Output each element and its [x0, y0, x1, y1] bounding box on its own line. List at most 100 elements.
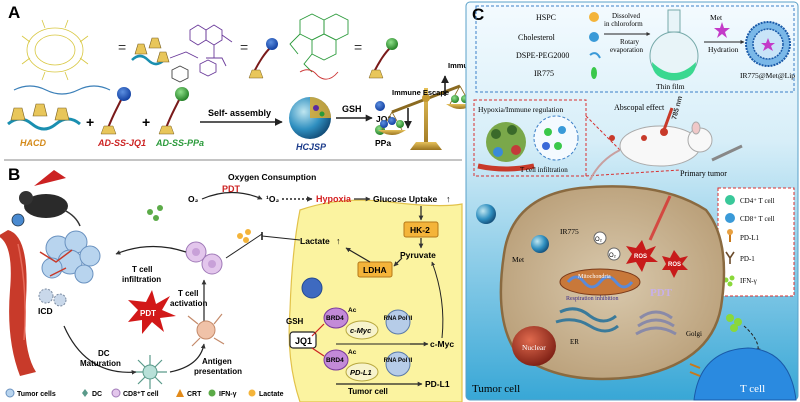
zoom-circle-icon	[533, 115, 579, 161]
ad-ss-jq1-icon	[248, 38, 278, 79]
ldha-box	[357, 261, 393, 278]
jq1-conjugate-icon	[100, 87, 131, 135]
ad-ss-ppa-structure-icon	[289, 13, 349, 80]
liposome-icon	[745, 21, 791, 67]
c-myc-gene-label: c-Myc	[350, 326, 372, 335]
tumor-cell-c-label: Tumor cell	[472, 383, 520, 395]
jq1-label: JQ1	[376, 114, 392, 124]
hk2-label: HK-2	[410, 225, 430, 235]
laser-beam-icon	[662, 107, 674, 131]
panel-a-letter: A	[8, 3, 20, 22]
brd4-bottom-label: BRD4	[326, 357, 344, 364]
thin-film-label: Thin film	[656, 82, 685, 91]
legend-crt: CRT	[187, 391, 202, 398]
hacd-chain-icon	[7, 103, 81, 131]
gsh-label: GSH	[342, 104, 362, 114]
panel-c-letter: C	[472, 5, 484, 24]
legend-tumor-cells: Tumor cells	[17, 391, 56, 398]
ros-label: ROS	[634, 254, 647, 260]
glucose-uptake-label: Glucose Uptake	[373, 194, 438, 204]
brd4-top-icon	[323, 307, 349, 329]
prep-items: HSPC Cholesterol DSPE-PEG2000 IR775	[516, 12, 601, 79]
ldha-label: LDHA	[363, 265, 387, 275]
ros-burst-icon: ROS ROS	[626, 240, 688, 278]
jq1-drug-icon	[375, 101, 385, 111]
rna-pol-top-label: RNA Pol II	[384, 316, 413, 322]
pdt-burst-label: PDT	[140, 309, 156, 318]
prep-box	[475, 5, 795, 93]
mito-label: Mitochondria	[578, 274, 611, 280]
o2a-label: O₂	[595, 237, 603, 243]
pdt-burst-icon: PDT	[128, 290, 176, 334]
hk2-box	[403, 221, 439, 238]
o2-label: O₂	[188, 194, 199, 204]
met-star-icon	[714, 22, 730, 38]
pyruvate-label: Pyruvate	[400, 250, 436, 260]
cholesterol-icon	[589, 32, 599, 42]
ad-ss-jq1-structure-icon	[169, 24, 233, 83]
mitochondria-icon	[559, 268, 641, 296]
ir775-icon	[591, 67, 597, 79]
dc-mature-icon	[133, 355, 167, 389]
ad-ss-ppa-icon	[368, 38, 398, 79]
ros2-label: ROS	[668, 262, 681, 268]
singlet-oxygen-label: ¹O₂	[266, 194, 279, 204]
o2-bubbles-icon: O₂ O₂	[593, 231, 621, 261]
pd-l1-protein-label: PD-L1	[425, 379, 450, 389]
hcjsp-nanoparticle-icon	[289, 97, 331, 139]
pd-l1-receptor-icon	[689, 363, 701, 377]
legend-cd8: CD8⁺T cell	[123, 391, 159, 398]
dspe-peg-icon	[589, 52, 601, 59]
immune-escape-label: Immune Escape	[392, 88, 449, 97]
svg-text:↑: ↑	[446, 194, 451, 204]
legend-b: Tumor cells DC CD8⁺T cell CRT IFN-γ Lact…	[5, 388, 284, 398]
legend-c: CD4⁺ T cell CD8⁺ T cell PD-L1 PD-1 IFN-γ	[723, 195, 775, 287]
panel-b: B Tumor cell Oxygen Consumption O₂ PDT ¹…	[0, 165, 463, 402]
jq1-box	[289, 331, 317, 349]
hacd-polymer-icon	[131, 37, 170, 66]
svg-text:=: =	[240, 39, 248, 55]
tumor-tissue-icon	[477, 122, 535, 172]
pd-l1-gene-label: PD-L1	[350, 368, 372, 377]
hypoxia-box-label: Hypoxia/Immune regulation	[478, 105, 563, 114]
o2b-label: O₂	[609, 253, 617, 259]
dead-cell-icon	[38, 288, 67, 307]
svg-text:=: =	[354, 39, 362, 55]
cholesterol-label: Cholesterol	[518, 33, 556, 42]
legend-ifn-c: IFN-γ	[740, 277, 757, 285]
gsh-b-label: GSH	[286, 317, 304, 326]
legend-cd4: CD4⁺ T cell	[740, 197, 775, 205]
nanoparticle-c-icon	[476, 204, 496, 224]
panel-a: A = =	[7, 3, 515, 152]
legend-ifn: IFN-γ	[219, 391, 237, 398]
hspc-label: HSPC	[536, 13, 556, 22]
c-myc-gene-box	[345, 320, 379, 340]
hacd-label: HACD	[20, 138, 46, 148]
tumor-cell-label: Tumor cell	[348, 387, 388, 396]
hacd-structure-icon	[13, 19, 111, 95]
ppa-label: PPa	[375, 138, 391, 148]
brd4-top-label: BRD4	[326, 315, 344, 322]
syringe-icon	[711, 144, 743, 162]
met-cell-label: Met	[512, 255, 525, 264]
hspc-icon	[589, 12, 599, 22]
oxygen-consumption-label: Oxygen Consumption	[228, 172, 316, 182]
icd-label: ICD	[38, 306, 53, 316]
rna-pol-bottom-label: RNA Pol II	[384, 358, 413, 364]
brd4-bottom-icon	[323, 349, 349, 371]
hydration-label: Hydration	[708, 45, 739, 54]
nuclear-label: Nuclear	[522, 343, 546, 352]
legend-cd8-c: CD8⁺ T cell	[740, 215, 775, 223]
hcjsp-label: HCJSP	[296, 142, 327, 152]
blood-vessel-icon	[0, 230, 36, 376]
pdt-reaction-label: PDT	[222, 184, 241, 194]
t-cell-c-label: T cell	[740, 383, 765, 395]
legend-pd-1: PD-1	[740, 255, 755, 263]
hypoxia-box	[473, 99, 587, 177]
mouse-c-icon	[589, 121, 713, 181]
svg-text:↑: ↑	[336, 236, 341, 246]
